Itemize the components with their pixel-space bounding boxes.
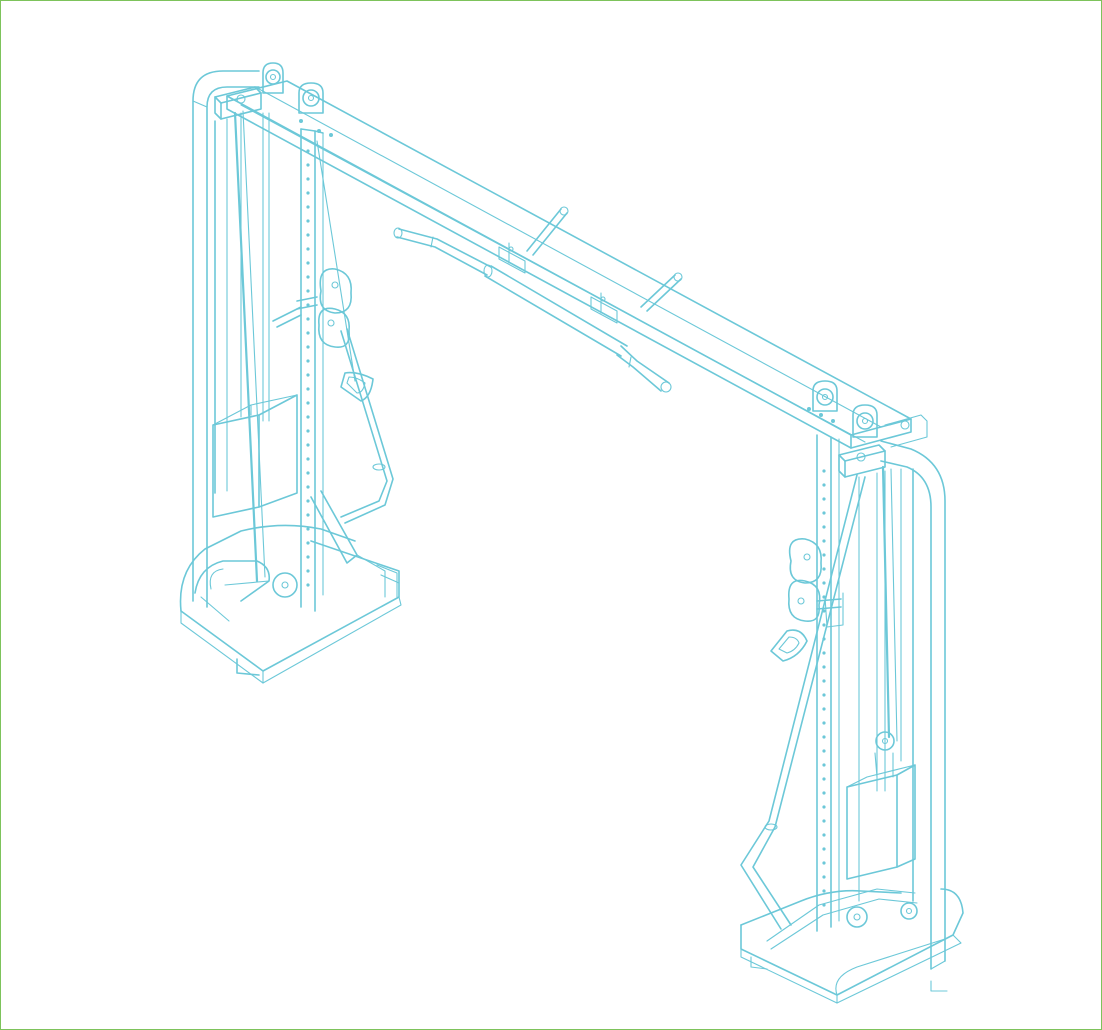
pull-up-bar [393,206,683,393]
column-hole [822,483,826,487]
column-hole [306,261,310,265]
column-hole [306,513,310,517]
left-tower [179,62,402,684]
column-hole [306,401,310,405]
column-hole [306,149,310,153]
right-tower [740,380,964,1004]
column-hole [822,525,826,529]
column-hole [822,623,826,627]
column-hole [306,415,310,419]
column-hole [306,583,310,587]
column-hole [306,387,310,391]
column-hole [822,553,826,557]
beam-bolt [819,413,823,417]
column-hole [306,471,310,475]
beam-bolts [299,119,835,423]
column-hole [306,275,310,279]
column-hole [822,707,826,711]
column-hole [306,499,310,503]
column-hole [822,469,826,473]
column-hole [822,679,826,683]
column-hole [822,777,826,781]
column-hole [822,721,826,725]
left-column-holes [306,149,310,587]
column-hole [822,889,826,893]
column-hole [306,359,310,363]
column-hole [306,303,310,307]
beam-bolt [831,419,835,423]
column-hole [306,233,310,237]
beam-bolt [807,407,811,411]
column-hole [822,819,826,823]
column-hole [306,345,310,349]
column-hole [306,457,310,461]
column-hole [822,847,826,851]
column-hole [822,567,826,571]
beam-bolt [329,133,333,137]
right-column-holes [822,469,826,907]
top-cross-beam [226,80,912,449]
column-hole [822,903,826,907]
column-hole [306,219,310,223]
column-hole [306,443,310,447]
column-hole [822,637,826,641]
column-hole [306,527,310,531]
column-hole [822,539,826,543]
column-hole [306,331,310,335]
column-hole [822,833,826,837]
column-hole [822,805,826,809]
column-hole [822,861,826,865]
column-hole [822,875,826,879]
column-hole [822,581,826,585]
column-hole [822,791,826,795]
column-hole [306,317,310,321]
beam-bolt [299,119,303,123]
column-hole [306,485,310,489]
beam-bolt [317,129,321,133]
column-hole [822,763,826,767]
column-hole [822,749,826,753]
column-hole [306,177,310,181]
column-hole [822,735,826,739]
column-hole [306,205,310,209]
column-hole [822,651,826,655]
column-hole [306,569,310,573]
column-hole [306,191,310,195]
column-hole [306,247,310,251]
column-hole [306,555,310,559]
column-hole [822,595,826,599]
column-hole [306,429,310,433]
column-hole [306,163,310,167]
column-hole [306,289,310,293]
column-hole [822,497,826,501]
column-hole [822,693,826,697]
column-hole [822,609,826,613]
column-hole [306,373,310,377]
column-hole [822,511,826,515]
column-hole [822,665,826,669]
column-hole [306,541,310,545]
